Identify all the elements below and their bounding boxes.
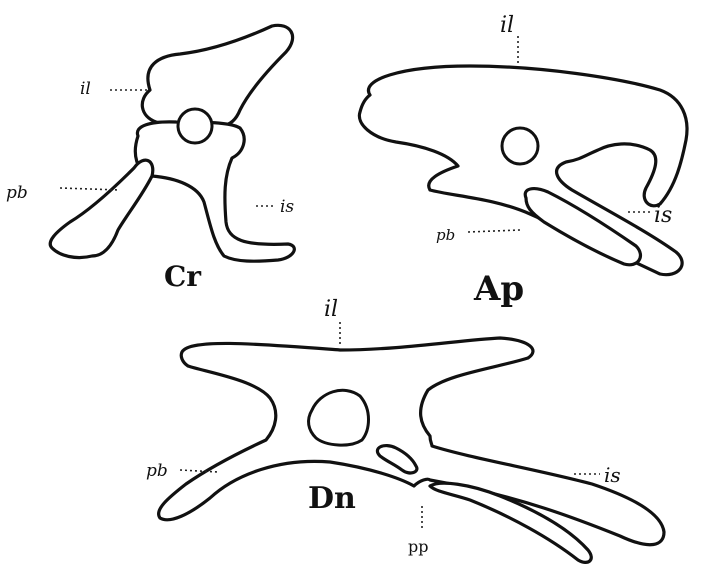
ap-ilium-ischium xyxy=(359,66,687,275)
ap-title: Ap xyxy=(473,269,524,309)
cr-acetabulum-rim xyxy=(135,122,294,261)
ap-acetabulum-hole xyxy=(502,128,538,164)
dn-is-label: is xyxy=(604,463,621,487)
ap-is-label: is xyxy=(654,203,672,228)
cr-acetabulum-hole xyxy=(178,109,212,143)
ap-pb-leader xyxy=(468,230,520,232)
cr-pubis xyxy=(50,160,153,257)
dn-title: Dn xyxy=(308,481,356,516)
ap-pb-label: pb xyxy=(436,226,455,244)
cr-pb-label: pb xyxy=(6,183,28,203)
cr-ilium xyxy=(142,25,292,127)
cr-il-label: il xyxy=(80,79,91,99)
dn-pelvis xyxy=(159,338,664,562)
cr-title: Cr xyxy=(164,260,202,293)
ap-pelvis xyxy=(359,66,687,275)
dn-pp-label: pp xyxy=(408,537,428,556)
dn-il-label: il xyxy=(324,297,338,322)
dn-pelvis-outline xyxy=(159,338,664,545)
cr-pelvis xyxy=(50,25,294,261)
cr-is-label: is xyxy=(280,197,294,217)
dn-pb-label: pb xyxy=(146,461,168,481)
ap-il-label: il xyxy=(500,13,514,38)
